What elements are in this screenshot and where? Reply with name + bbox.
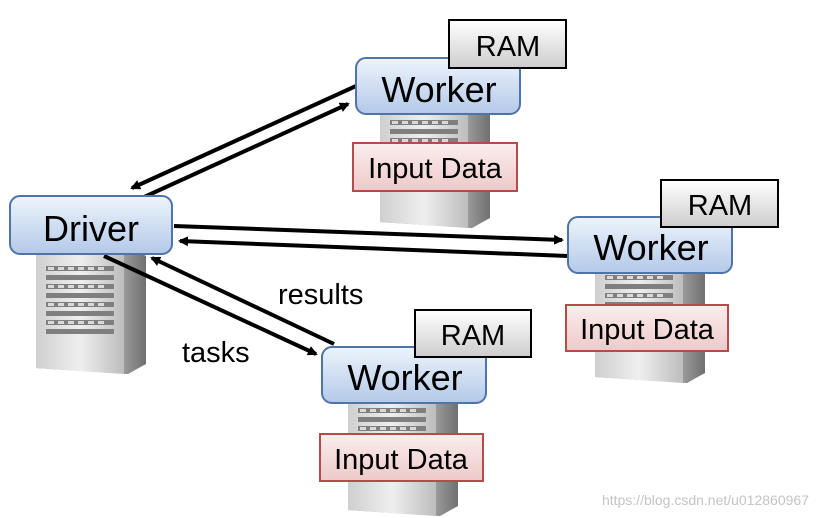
worker-2-input-data-box (565, 304, 729, 352)
worker-3-label: Worker (347, 357, 462, 398)
arrow-driver-to-worker1 (141, 102, 350, 200)
worker-3-input-data-box (319, 433, 484, 482)
arrow-driver-to-worker3 (103, 254, 318, 356)
worker-1-input-data-label: Input Data (368, 153, 503, 185)
results-label: results (278, 279, 363, 311)
worker-node-1: Worker RAM Input Data (352, 19, 567, 192)
worker-3-ram-box (414, 309, 532, 358)
edges (103, 84, 569, 356)
arrow-worker1-to-driver (130, 84, 357, 190)
tasks-label: tasks (182, 337, 250, 369)
watermark: https://blog.csdn.net/u012860967 (602, 492, 809, 508)
worker-2-ram-label: RAM (688, 190, 752, 222)
worker-3-input-data-label: Input Data (334, 444, 469, 476)
worker-1-ram-box (448, 19, 567, 69)
arrow-driver-to-worker2 (173, 224, 564, 245)
worker-1-input-data-box (352, 142, 518, 192)
worker-3-ram-label: RAM (441, 320, 505, 352)
worker-2-label: Worker (593, 227, 708, 268)
worker-1-label: Worker (381, 69, 496, 110)
worker-node-2: Worker RAM Input Data (565, 179, 779, 352)
driver-label: Driver (43, 208, 139, 249)
worker-node-3: Worker RAM Input Data (319, 309, 532, 482)
worker-2-input-data-label: Input Data (580, 314, 715, 346)
driver-node: Driver (9, 195, 173, 255)
driver-server-icon (36, 246, 146, 374)
arrow-worker3-to-driver (150, 256, 335, 346)
worker-2-ram-box (660, 179, 779, 228)
arrow-worker2-to-driver (178, 236, 569, 258)
worker-1-ram-label: RAM (476, 31, 540, 63)
